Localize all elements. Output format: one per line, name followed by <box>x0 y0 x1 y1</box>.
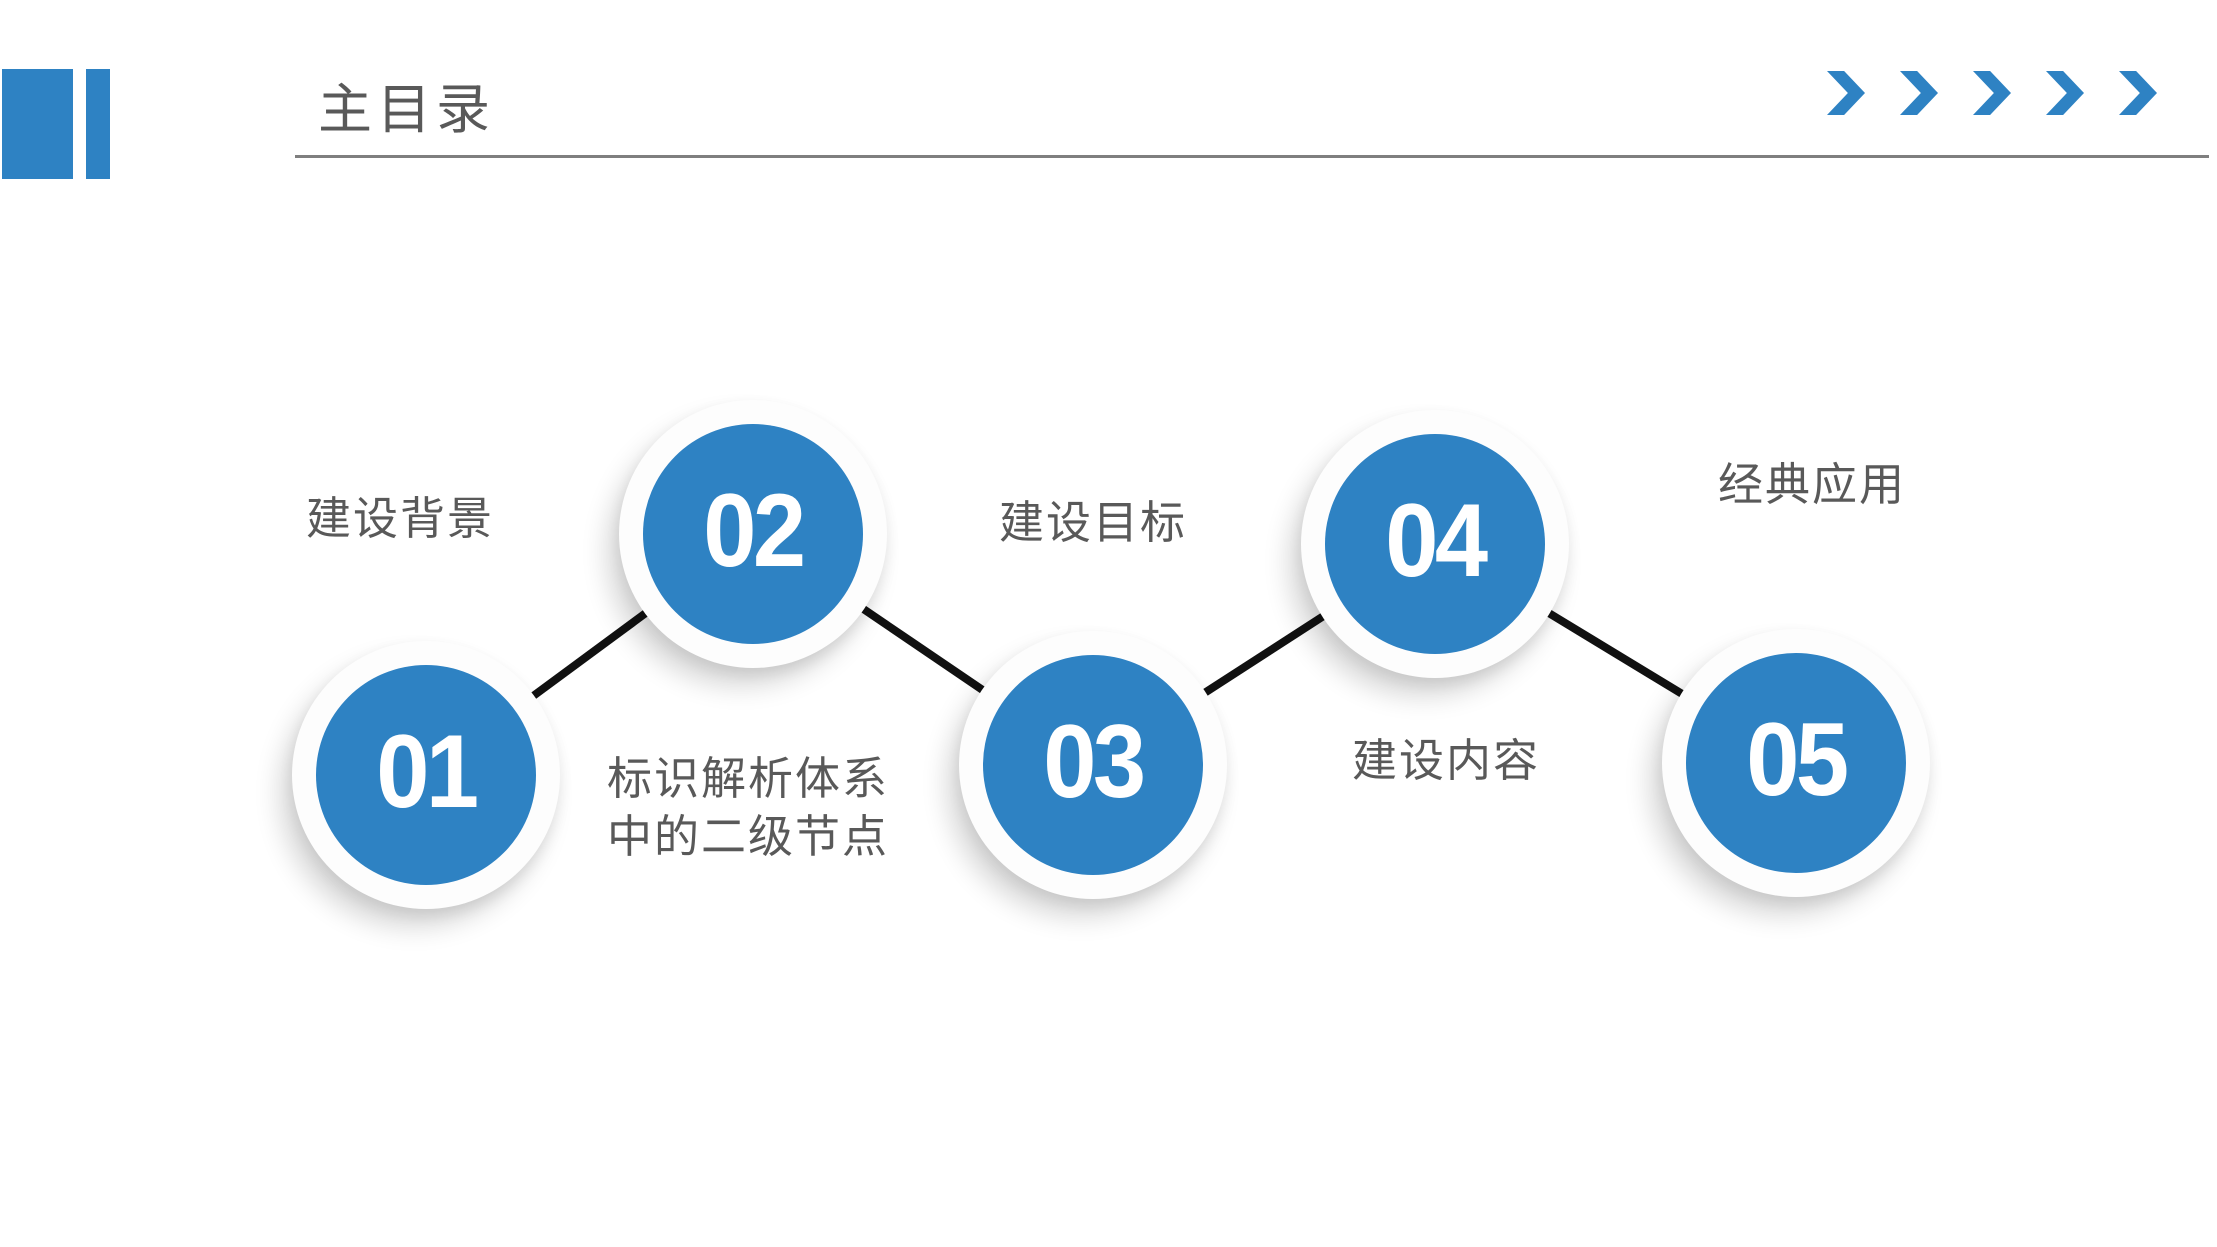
step-node-02: 02 <box>619 400 887 668</box>
page-title: 主目录 <box>318 80 495 140</box>
chevron-row <box>1827 71 2157 115</box>
title-underline <box>295 155 2209 158</box>
step-circle: 05 <box>1686 653 1906 873</box>
step-number: 03 <box>1043 704 1146 820</box>
step-circle: 04 <box>1325 434 1545 654</box>
step-node-04: 04 <box>1301 410 1569 678</box>
step-node-01: 01 <box>292 641 560 909</box>
step-number: 02 <box>703 473 806 589</box>
step-node-05: 05 <box>1662 629 1930 897</box>
step-node-03: 03 <box>959 631 1227 899</box>
step-number: 01 <box>376 714 479 830</box>
step-label-04: 建设内容 <box>1352 735 1541 786</box>
step-number: 05 <box>1746 702 1849 818</box>
step-number: 04 <box>1385 483 1488 599</box>
step-label-02: 标识解析体系 中的二级节点 <box>607 753 890 862</box>
step-circle: 03 <box>983 655 1203 875</box>
step-circle: 02 <box>643 424 863 644</box>
logo-bar-wide <box>2 69 73 179</box>
step-label-01: 建设背景 <box>306 493 495 544</box>
step-label-05: 经典应用 <box>1718 459 1907 510</box>
step-label-03: 建设目标 <box>999 497 1188 548</box>
logo-bar-narrow <box>86 69 110 179</box>
step-circle: 01 <box>316 665 536 885</box>
